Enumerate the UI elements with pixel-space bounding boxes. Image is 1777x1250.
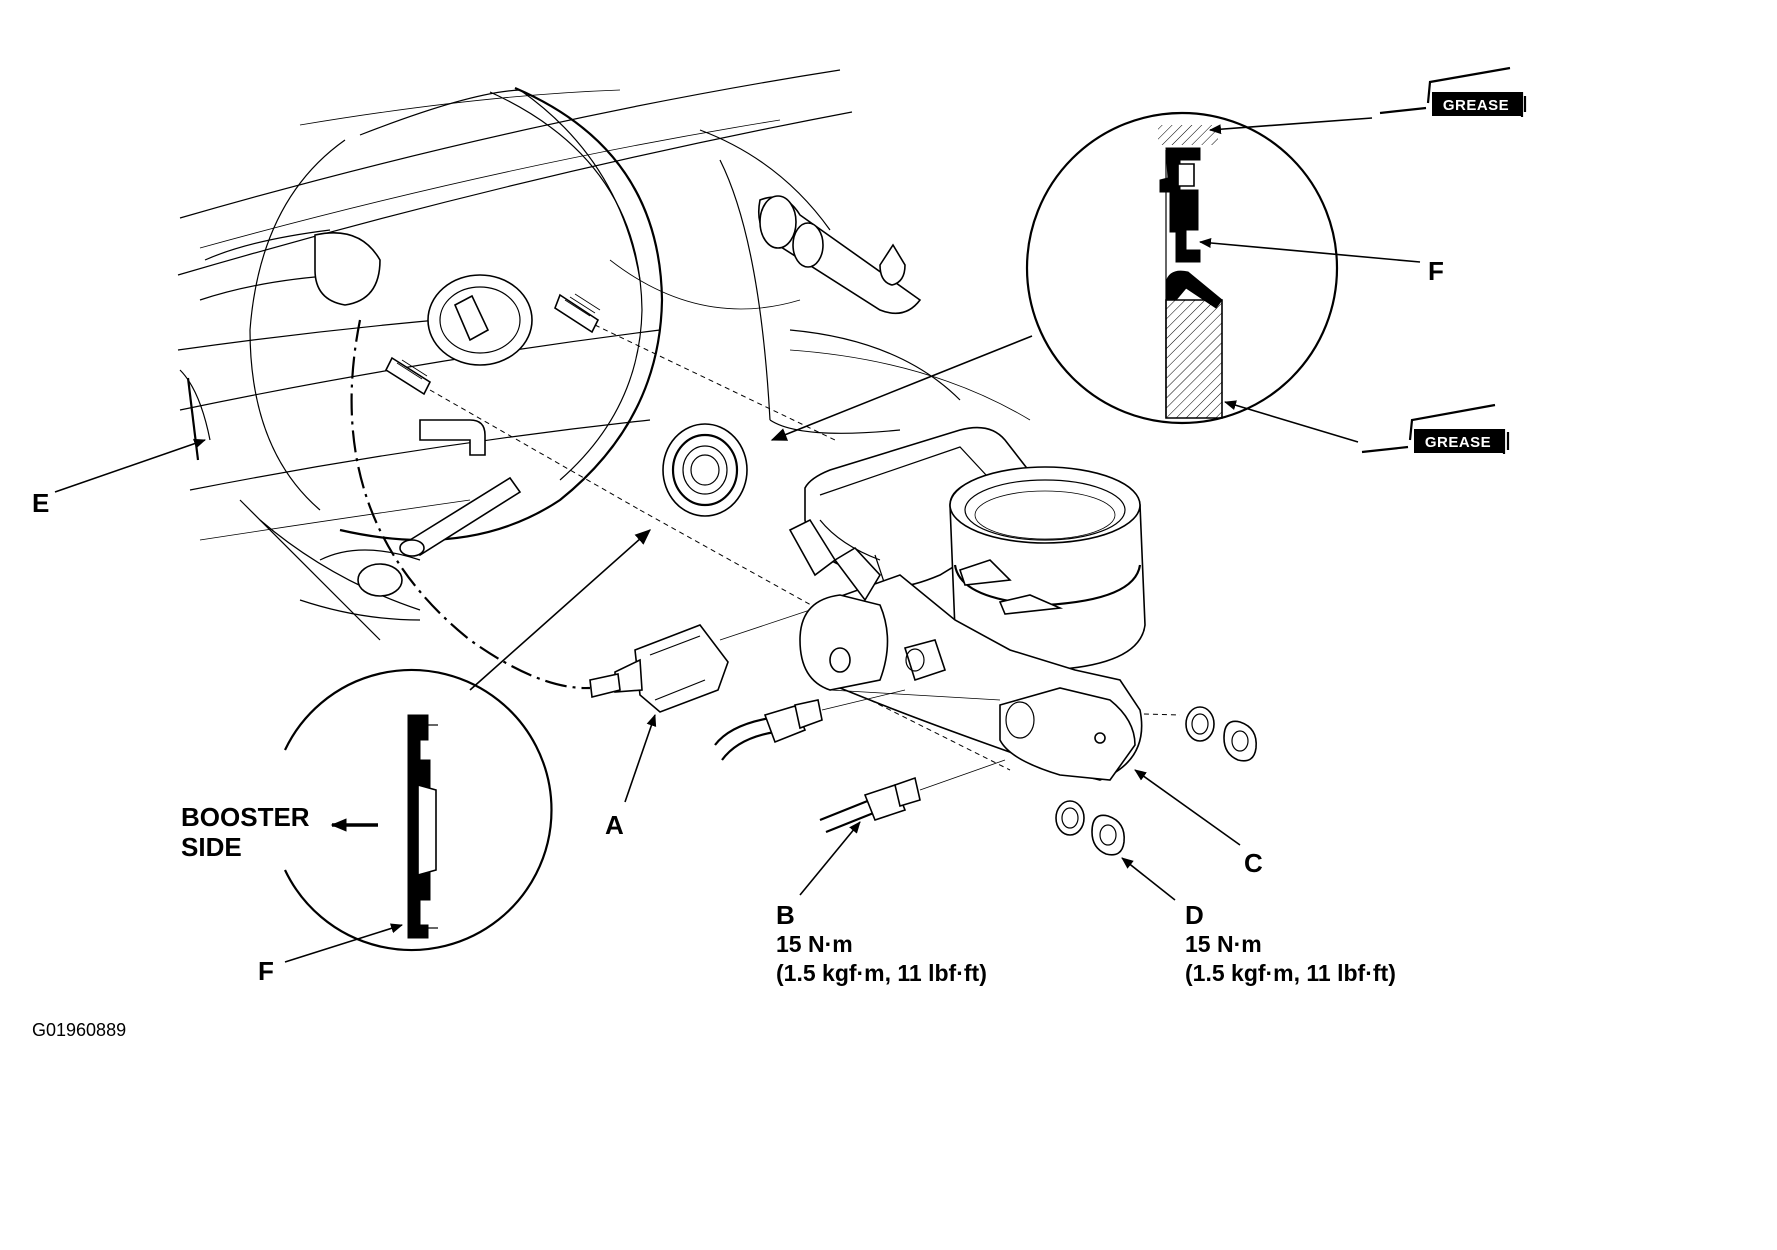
grease-tag-top: GREASE [1379, 66, 1527, 117]
grease-label: GREASE [1443, 97, 1509, 114]
seal-grease-detail [1025, 111, 1339, 425]
grease-tube-icon [1379, 66, 1527, 117]
callout-f-inset: F [258, 956, 274, 986]
leader-arrow-icon [54, 117, 1421, 963]
callout-c: C [1244, 848, 1263, 878]
booster-side-label-line1: BOOSTER [181, 802, 310, 832]
torque-b-metric: 15 N·m [776, 931, 853, 957]
booster-seal [662, 423, 748, 517]
brake-master-cylinder [788, 426, 1146, 781]
grease-label: GREASE [1425, 434, 1491, 451]
torque-b-imperial: (1.5 kgf·m, 11 lbf·ft) [776, 960, 987, 986]
callout-b: B [776, 900, 795, 930]
callout-f-detail: F [1428, 256, 1444, 286]
cap-nuts [1055, 706, 1257, 856]
master-cylinder-diagram: GREASE GREASE E A C F F BOOSTER SIDE B 1… [32, 66, 1527, 1040]
torque-d-imperial: (1.5 kgf·m, 11 lbf·ft) [1185, 960, 1396, 986]
callout-d: D [1185, 900, 1204, 930]
callout-a: A [605, 810, 624, 840]
brake-lines [714, 689, 1006, 834]
grease-tag-bottom: GREASE [1361, 403, 1510, 454]
torque-d-metric: 15 N·m [1185, 931, 1262, 957]
seal-orientation-inset [284, 668, 553, 952]
vehicle-body-structure [177, 69, 1031, 641]
callout-e: E [32, 488, 49, 518]
fluid-level-connector [350, 319, 841, 713]
figure-id: G01960889 [32, 1020, 126, 1040]
booster-side-label-line2: SIDE [181, 832, 242, 862]
brake-booster [249, 86, 664, 557]
grease-tube-icon [1361, 403, 1510, 454]
